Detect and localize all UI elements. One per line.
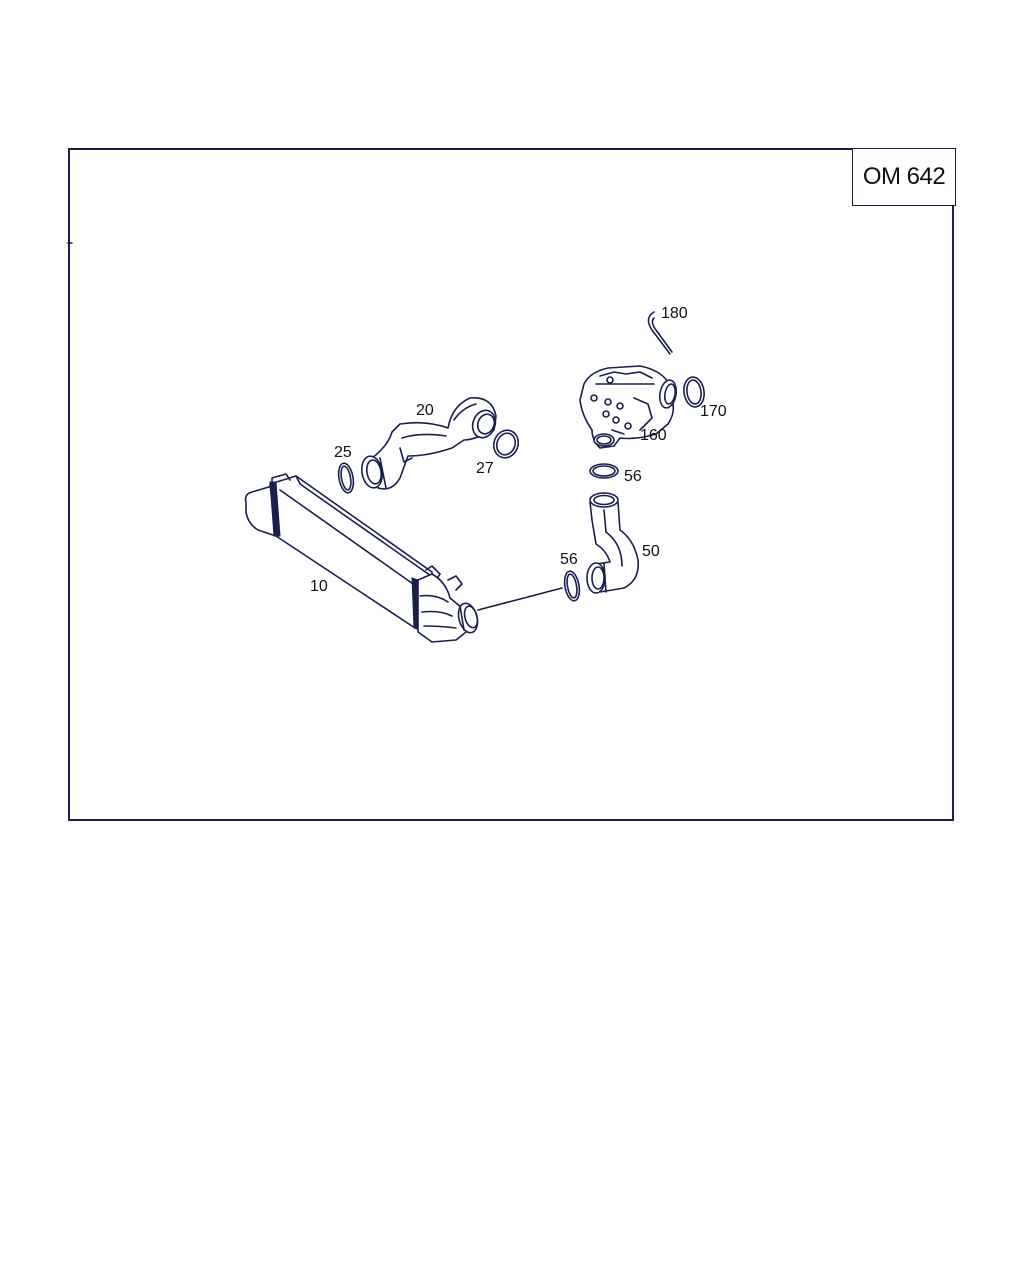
callout-10: 10 xyxy=(310,578,328,595)
callout-25: 25 xyxy=(334,444,352,461)
callout-50: 50 xyxy=(642,543,660,560)
o-ring-part-27[interactable] xyxy=(490,427,522,462)
callout-160: 160 xyxy=(640,427,667,444)
engine-code-box: OM 642 xyxy=(852,148,956,206)
intercooler-part-10[interactable] xyxy=(244,473,481,643)
callout-170: 170 xyxy=(700,403,727,420)
callout-180: 180 xyxy=(661,305,688,322)
engine-code-label: OM 642 xyxy=(862,163,946,190)
charge-air-housing-part-160[interactable] xyxy=(579,365,678,449)
o-ring-part-56-lower[interactable] xyxy=(563,570,582,602)
o-ring-part-170[interactable] xyxy=(682,376,706,408)
callout-56-lower: 56 xyxy=(560,551,578,568)
leader-10-to-56 xyxy=(477,587,563,611)
callout-27: 27 xyxy=(476,460,494,477)
o-ring-part-56-upper[interactable] xyxy=(589,463,619,479)
clip-part-180[interactable] xyxy=(647,311,673,355)
callout-56-upper: 56 xyxy=(624,468,642,485)
charge-air-hose-part-20[interactable] xyxy=(359,397,499,490)
o-ring-part-25[interactable] xyxy=(337,462,356,494)
callout-20: 20 xyxy=(416,402,434,419)
charge-air-pipe-part-50[interactable] xyxy=(586,492,640,594)
diagram-frame xyxy=(68,148,954,821)
